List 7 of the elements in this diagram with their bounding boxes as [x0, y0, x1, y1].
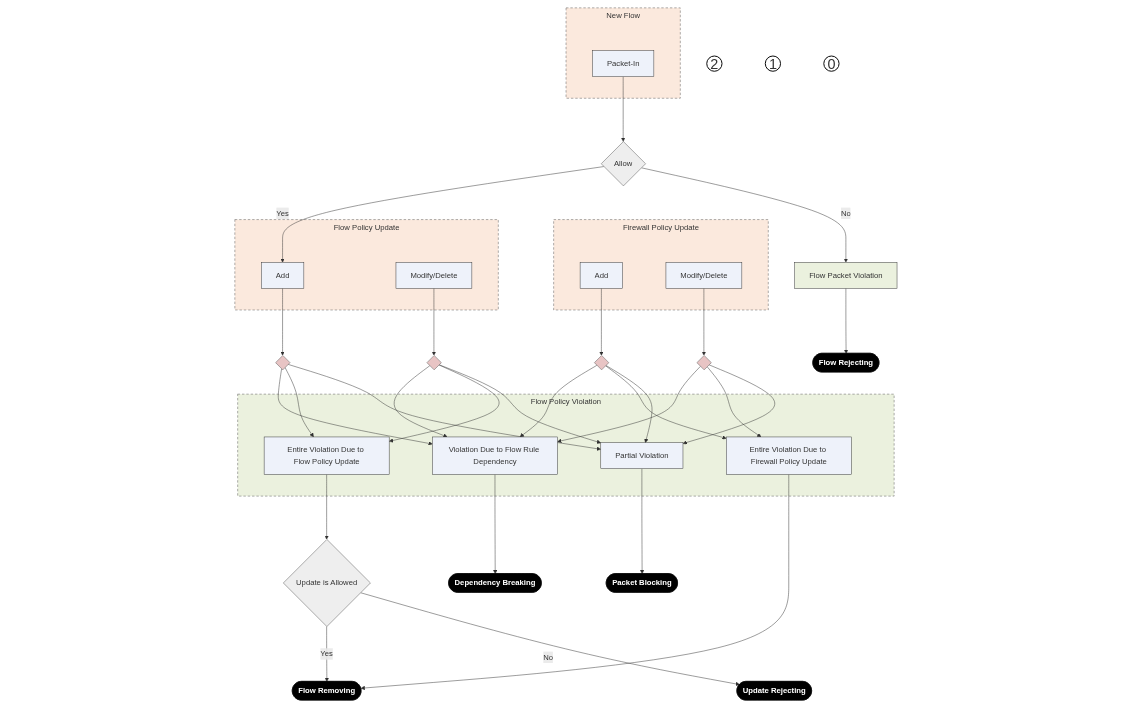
node-diamond	[696, 355, 712, 371]
node-circle: 1	[764, 55, 782, 72]
node-diamond	[426, 355, 442, 371]
node-diamond	[594, 355, 610, 371]
node-circle: 0	[823, 55, 840, 72]
node-diamond	[275, 355, 291, 371]
node-circle: 2	[706, 55, 723, 72]
